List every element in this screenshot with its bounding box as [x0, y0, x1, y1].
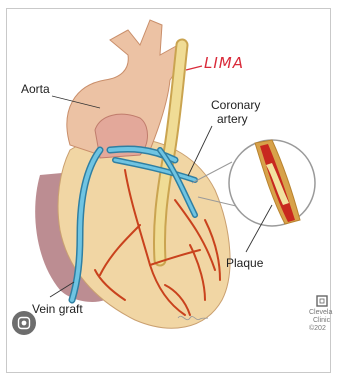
- coronary-artery-label-line1: Coronary: [211, 98, 260, 112]
- lens-search-icon[interactable]: [12, 311, 36, 335]
- lima-leader: [186, 66, 202, 70]
- credit-line1: Clevela: [309, 309, 332, 317]
- credit-line3: ©202: [309, 325, 332, 333]
- coronary-artery-label: Coronary artery: [211, 98, 260, 126]
- coronary-artery-label-line2: artery: [211, 112, 260, 126]
- vein-graft-label: Vein graft: [32, 302, 83, 316]
- lima-label: LIMA: [204, 55, 244, 71]
- plaque-label: Plaque: [226, 256, 263, 270]
- clinic-logo-icon: [317, 296, 327, 306]
- aorta-label: Aorta: [21, 82, 50, 96]
- lens-glyph: [17, 316, 31, 330]
- credit-text: Clevela Clinic ©202: [309, 309, 332, 333]
- credit-line2: Clinic: [309, 317, 332, 325]
